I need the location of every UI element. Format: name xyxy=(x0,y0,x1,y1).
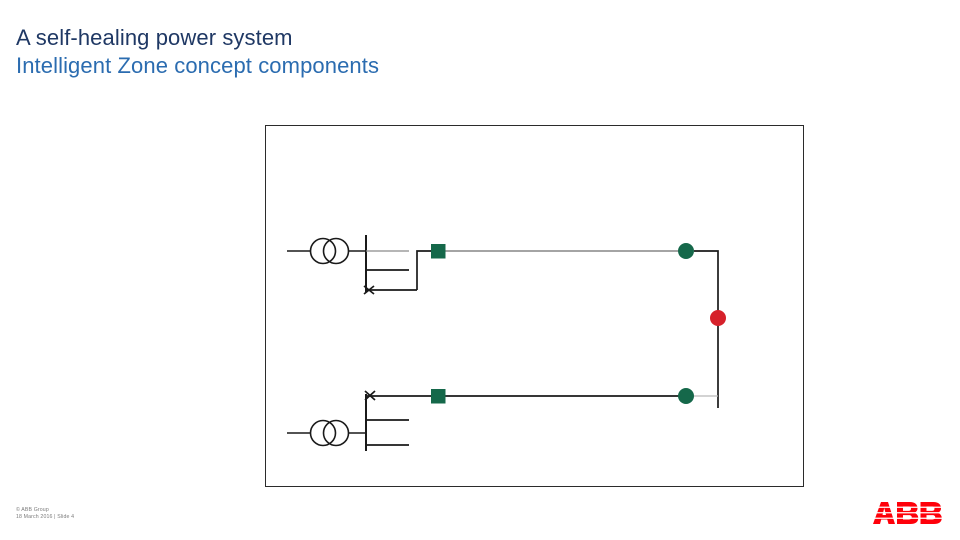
breaker-square-top-icon[interactable] xyxy=(431,244,446,259)
abb-logo xyxy=(872,502,944,524)
page-title-subtitle: Intelligent Zone concept components xyxy=(16,53,380,78)
page-title: A self-healing power system Intelligent … xyxy=(16,24,796,80)
tie-line-vertical xyxy=(694,250,719,408)
single-line-diagram xyxy=(265,125,804,487)
page-title-primary: A self-healing power system xyxy=(16,25,293,50)
footer-copyright: © ABB Group xyxy=(16,507,49,513)
breaker-square-bottom-icon[interactable] xyxy=(431,389,446,404)
slide-footer: © ABB Group 18 March 2016 | Slide 4 xyxy=(16,507,74,522)
recloser-circle-bottom-icon[interactable] xyxy=(678,388,694,404)
diagram-canvas xyxy=(287,235,726,451)
transformer-top-icon xyxy=(309,237,350,265)
disconnector-top-x-icon xyxy=(363,285,375,295)
diagram-frame-border xyxy=(265,125,804,487)
footer-date-slide: 18 March 2016 | Slide 4 xyxy=(16,514,75,521)
recloser-circle-top-icon[interactable] xyxy=(678,243,694,259)
tie-switch-open-icon[interactable] xyxy=(710,310,726,326)
transformer-bottom-icon xyxy=(309,419,350,447)
riser-top xyxy=(416,250,431,290)
disconnector-bottom-x-icon xyxy=(364,390,376,401)
